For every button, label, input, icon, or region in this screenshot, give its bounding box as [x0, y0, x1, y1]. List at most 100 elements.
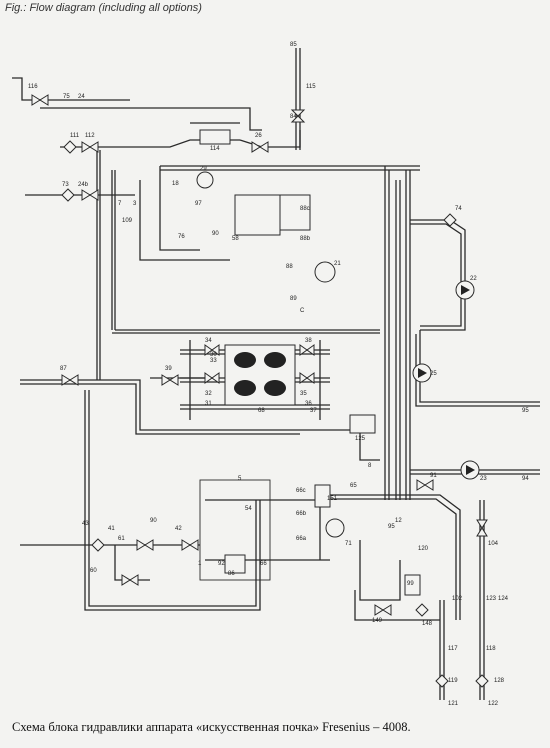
component-label-1: 1	[198, 561, 202, 567]
hydraulic-flow-diagram: 1167524111112114268485115297324b73109189…	[12, 42, 540, 707]
component-label-118: 118	[486, 646, 496, 652]
box-88	[279, 194, 311, 231]
component-label-42: 42	[175, 526, 182, 532]
component-label-119: 119	[448, 678, 458, 684]
dialyzer-68	[224, 344, 296, 406]
valves	[31, 94, 488, 616]
component-label-114: 114	[210, 146, 220, 152]
pump-21	[314, 261, 336, 283]
component-label-66a: 66a	[296, 536, 307, 542]
component-label-123: 123	[486, 596, 497, 602]
component-label-94: 94	[522, 476, 529, 482]
box-92	[224, 554, 246, 574]
component-label-43: 43	[82, 521, 89, 527]
component-label-26: 26	[255, 133, 262, 139]
component-label-88b: 88b	[300, 236, 311, 242]
filters	[61, 140, 489, 688]
component-label-25: 25	[430, 371, 437, 377]
component-label-75: 75	[63, 94, 70, 100]
component-label-97: 97	[195, 201, 202, 207]
component-label-24b: 24b	[78, 182, 89, 188]
component-label-90: 90	[212, 231, 219, 237]
component-label-66c: 66c	[296, 488, 306, 494]
component-label-117: 117	[448, 646, 458, 652]
pump-29	[196, 171, 214, 189]
component-label-84: 84	[290, 114, 297, 120]
component-label-24: 24	[78, 94, 85, 100]
component-label-21: 21	[334, 261, 341, 267]
component-label-39: 39	[165, 366, 172, 372]
component-label-128: 128	[494, 678, 505, 684]
component-label-22: 22	[470, 276, 477, 282]
component-label-88c: 88c	[300, 206, 310, 212]
component-label-104: 104	[488, 541, 499, 547]
component-label-66: 66	[260, 561, 267, 567]
component-label-60: 60	[90, 568, 97, 574]
component-label-58: 58	[232, 236, 239, 242]
component-label-76: 76	[178, 234, 185, 240]
component-label-65: 65	[350, 483, 357, 489]
component-label-5: 5	[238, 476, 242, 482]
box-90	[404, 574, 421, 596]
component-label-34: 34	[205, 338, 212, 344]
component-label-121: 121	[448, 701, 459, 707]
component-label-102: 102	[452, 596, 463, 602]
figure-title: Fig.: Flow diagram (including all option…	[5, 2, 202, 14]
component-label-71: 71	[345, 541, 352, 547]
component-label-99: 99	[407, 581, 414, 587]
component-label-18: 18	[172, 181, 179, 187]
component-label-122: 122	[488, 701, 499, 707]
component-label-12: 12	[395, 518, 402, 524]
component-label-C: C	[300, 308, 305, 314]
component-label-41: 41	[108, 526, 115, 532]
box-central	[234, 194, 281, 236]
component-label-33: 33	[210, 358, 217, 364]
component-label-36: 36	[305, 401, 312, 407]
component-label-124: 124	[498, 596, 509, 602]
component-label-115: 115	[306, 84, 316, 90]
heat-exchanger-71	[325, 518, 345, 538]
box-151	[314, 484, 331, 508]
component-label-92: 92	[218, 561, 225, 567]
component-label-149: 149	[372, 618, 383, 624]
component-label-86: 86	[228, 571, 235, 577]
component-label-151: 151	[327, 496, 338, 502]
figure-caption: Схема блока гидравлики аппарата «искусст…	[12, 720, 411, 734]
pipes	[12, 48, 540, 700]
component-label-54: 54	[245, 506, 252, 512]
component-label-85: 85	[290, 42, 297, 48]
component-label-89: 89	[290, 296, 297, 302]
component-label-3: 3	[133, 201, 137, 207]
component-label-148: 148	[422, 621, 433, 627]
component-label-29: 29	[200, 166, 207, 172]
box-125	[349, 414, 376, 434]
component-label-74: 74	[455, 206, 462, 212]
box-114	[199, 129, 231, 145]
component-label-87: 87	[60, 366, 67, 372]
component-label-116: 116	[28, 84, 38, 90]
component-label-37: 37	[310, 408, 317, 414]
component-label-120: 120	[418, 546, 429, 552]
component-label-66b: 66b	[296, 511, 307, 517]
component-label-112: 112	[85, 133, 95, 139]
component-label-35: 35	[300, 391, 307, 397]
component-label-32: 32	[205, 391, 212, 397]
component-label-88: 88	[286, 264, 293, 270]
component-label-7: 7	[118, 201, 122, 207]
components	[31, 94, 489, 688]
component-label-31: 31	[205, 401, 212, 407]
component-label-38: 38	[305, 338, 312, 344]
component-label-68: 68	[258, 408, 265, 414]
component-label-125: 125	[355, 436, 366, 442]
component-label-30: 30	[210, 352, 217, 358]
component-label-61: 61	[118, 536, 125, 542]
component-label-95: 95	[388, 524, 395, 530]
component-label-109: 109	[122, 218, 133, 224]
component-label-73: 73	[62, 182, 69, 188]
component-label-95: 95	[522, 408, 529, 414]
component-label-111: 111	[70, 133, 80, 139]
component-label-8: 8	[368, 463, 372, 469]
component-label-90: 90	[150, 518, 157, 524]
component-label-91: 91	[430, 473, 437, 479]
